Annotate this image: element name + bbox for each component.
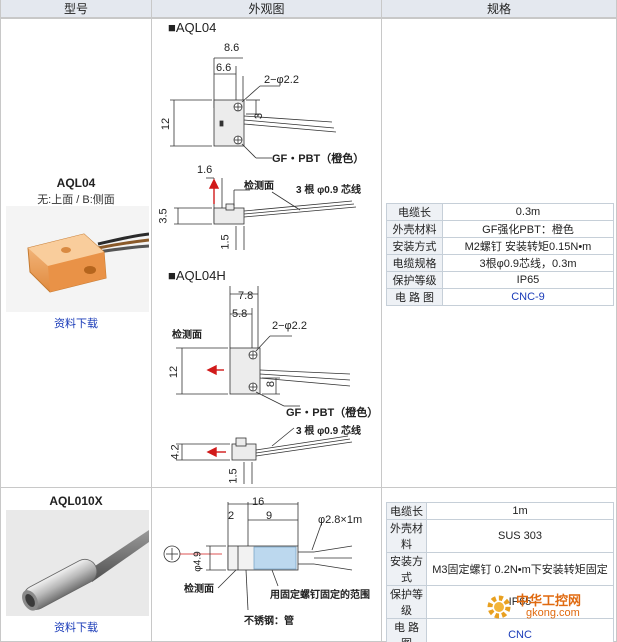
circuit-diagram-link[interactable]: CNC	[426, 618, 614, 642]
spec-key: 保护等级	[386, 585, 427, 619]
spec-value: 0.3m	[442, 203, 614, 221]
watermark-logo: 中华工控网 gkong.com	[484, 588, 612, 624]
dim-label: φ2.8×1m	[318, 514, 363, 526]
watermark-text: 中华工控网	[516, 593, 582, 608]
dim-label: 4.2	[169, 444, 182, 460]
download-link[interactable]: 资料下载	[54, 622, 98, 634]
header-spec: 规格	[382, 0, 616, 18]
dim-label: 16	[252, 496, 265, 508]
download-link[interactable]: 资料下载	[54, 318, 98, 330]
spec-value: SUS 303	[426, 519, 614, 553]
dim-label: 2−φ2.2	[272, 320, 307, 332]
dim-label: 1.6	[197, 164, 213, 176]
dim-label: 1.5	[227, 468, 240, 484]
dim-label: 2	[228, 510, 235, 522]
spec-value: M3固定螺钉 0.2N•m下安装转矩固定	[426, 552, 614, 586]
dim-label: 2−φ2.2	[264, 74, 299, 86]
circuit-diagram-link[interactable]: CNC-9	[442, 288, 614, 306]
dim-label: 6.6	[216, 62, 232, 74]
spec-key: 电缆规格	[386, 254, 443, 272]
dim-label: 用固定螺钉固定的范围	[270, 590, 370, 601]
dim-label: 3	[253, 112, 266, 120]
spec-value: IP65	[442, 271, 614, 289]
spec-key: 安装方式	[386, 237, 443, 255]
dim-label: 7.8	[238, 290, 254, 302]
dim-label: GF・PBT（橙色）	[286, 407, 379, 419]
dim-label: 3.5	[157, 208, 170, 224]
spec-key: 电 路 图	[386, 618, 427, 642]
spec-value: 1m	[426, 502, 614, 520]
row-divider	[0, 487, 617, 488]
product-photo	[6, 510, 149, 616]
dim-label: 3 根 φ0.9 芯线	[296, 185, 361, 196]
dim-label: 8	[265, 380, 278, 388]
column-divider	[151, 0, 152, 642]
model-name: AQL04	[56, 176, 96, 190]
spec-value: M2螺钉 安装转矩0.15N•m	[442, 237, 614, 255]
spec-key: 电缆长	[386, 203, 443, 221]
dimension-drawing	[170, 57, 357, 484]
spec-value: IP65	[426, 585, 614, 619]
model-subtitle: 无:上面 / B:侧面	[37, 194, 115, 206]
dim-label: 5.8	[232, 308, 248, 320]
row-divider	[0, 18, 617, 19]
spec-key: 外壳材料	[386, 220, 443, 238]
drawing-title: ■AQL04	[168, 20, 217, 35]
dim-label: φ4.9	[192, 551, 204, 572]
spec-value: 3根φ0.9芯线，0.3m	[442, 254, 614, 272]
dim-label: GF・PBT（橙色）	[272, 153, 365, 165]
dim-label: 检测面	[184, 584, 214, 595]
dim-label: 检测面	[244, 181, 274, 192]
spec-value: GF强化PBT：橙色	[442, 220, 614, 238]
spec-key: 安装方式	[386, 552, 427, 586]
spec-key: 电缆长	[386, 502, 427, 520]
dim-label: 1.5	[219, 234, 232, 250]
dimension-drawing	[163, 502, 353, 611]
header-appearance: 外观图	[152, 0, 381, 18]
spec-key: 保护等级	[386, 271, 443, 289]
gear-icon	[487, 595, 511, 619]
dim-label: 3 根 φ0.9 芯线	[296, 426, 361, 437]
dim-label: 不锈钢：管	[244, 616, 294, 627]
watermark-url: gkong.com	[526, 607, 580, 619]
dim-label: 9	[266, 510, 273, 522]
dim-label: 检测面	[172, 330, 202, 341]
dim-label: 12	[168, 365, 181, 379]
dim-label: 12	[160, 117, 173, 131]
product-photo	[6, 206, 149, 312]
drawing-title: ■AQL04H	[168, 268, 226, 283]
spec-key: 外壳材料	[386, 519, 427, 553]
dim-label: 8.6	[224, 42, 240, 54]
spec-key: 电 路 图	[386, 288, 443, 306]
model-name: AQL010X	[49, 494, 103, 508]
header-model: 型号	[1, 0, 151, 18]
column-divider	[381, 0, 382, 642]
